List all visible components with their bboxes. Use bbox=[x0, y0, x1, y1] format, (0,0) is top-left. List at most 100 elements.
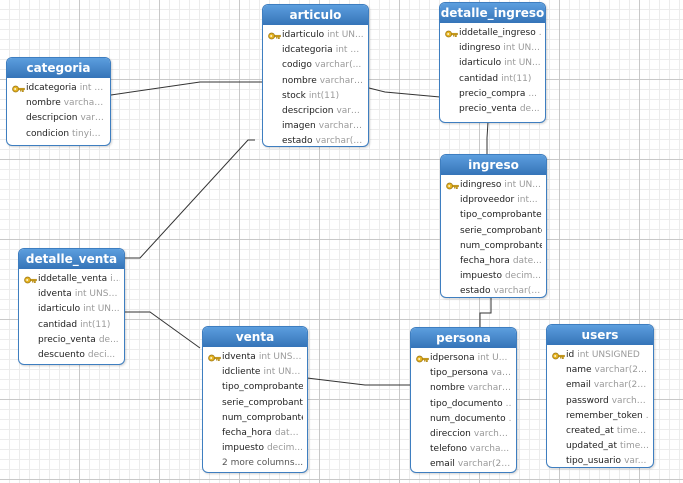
column-name: estado bbox=[460, 286, 491, 297]
column-name: idingreso bbox=[459, 43, 501, 54]
column-type: ... bbox=[528, 88, 537, 99]
column-name: tipo_comprobante bbox=[222, 382, 303, 393]
column-row[interactable]: serie_comprobante bbox=[208, 396, 303, 411]
entity-title[interactable]: detalle_venta bbox=[19, 249, 124, 269]
column-name: tipo_persona bbox=[430, 368, 489, 379]
column-row[interactable]: remember_token... bbox=[552, 409, 649, 424]
column-name: nombre bbox=[282, 75, 317, 86]
more-columns-link[interactable]: 2 more columns... bbox=[208, 456, 303, 471]
column-row[interactable]: num_comprobante bbox=[208, 411, 303, 426]
entity-detalle-venta[interactable]: detalle_venta iddetalle_ventai...idventai… bbox=[18, 248, 125, 365]
entity-title[interactable]: ingreso bbox=[441, 155, 546, 175]
entity-title[interactable]: detalle_ingreso bbox=[440, 3, 545, 23]
key-slot bbox=[445, 28, 459, 40]
column-name: idproveedor bbox=[460, 195, 515, 206]
primary-key-icon bbox=[12, 85, 25, 92]
column-row[interactable]: tipo_comprobante bbox=[208, 380, 303, 395]
column-type: varchar(2... bbox=[315, 136, 365, 147]
entity-title[interactable]: categoria bbox=[7, 58, 110, 78]
column-row[interactable]: num_documento... bbox=[416, 412, 512, 427]
entity-title[interactable]: articulo bbox=[263, 5, 368, 25]
column-row[interactable]: num_comprobante bbox=[446, 239, 542, 254]
column-type: varchar(... bbox=[318, 121, 364, 132]
column-row[interactable]: tipo_documento... bbox=[416, 397, 512, 412]
column-name: cantidad bbox=[38, 319, 78, 330]
entity-title[interactable]: users bbox=[547, 325, 653, 345]
column-row[interactable]: serie_comprobante bbox=[446, 224, 542, 239]
key-slot bbox=[552, 426, 566, 438]
key-slot bbox=[446, 180, 460, 192]
column-type: varchar(... bbox=[467, 383, 512, 394]
column-name: precio_venta bbox=[38, 334, 96, 345]
column-name: id bbox=[566, 350, 575, 360]
column-name: estado bbox=[282, 136, 313, 147]
column-name: email bbox=[430, 459, 455, 470]
column-row[interactable]: precio_compra... bbox=[445, 87, 541, 102]
entity-title[interactable]: persona bbox=[411, 328, 516, 348]
key-slot bbox=[24, 350, 38, 362]
column-type: varc... bbox=[80, 113, 106, 124]
key-slot bbox=[208, 412, 222, 424]
key-slot bbox=[208, 382, 222, 394]
primary-key-column[interactable]: iddetalle_ingreso... bbox=[445, 26, 541, 41]
column-row[interactable]: tipo_comprobante bbox=[446, 208, 542, 223]
entity-detalle-ingreso[interactable]: detalle_ingresoiddetalle_ingreso...iding… bbox=[439, 2, 546, 123]
entity-title[interactable]: venta bbox=[203, 327, 307, 347]
column-name: impuesto bbox=[460, 271, 502, 282]
more-columns-label: 2 more columns... bbox=[222, 458, 303, 469]
key-slot bbox=[445, 88, 459, 100]
key-slot bbox=[268, 60, 282, 72]
